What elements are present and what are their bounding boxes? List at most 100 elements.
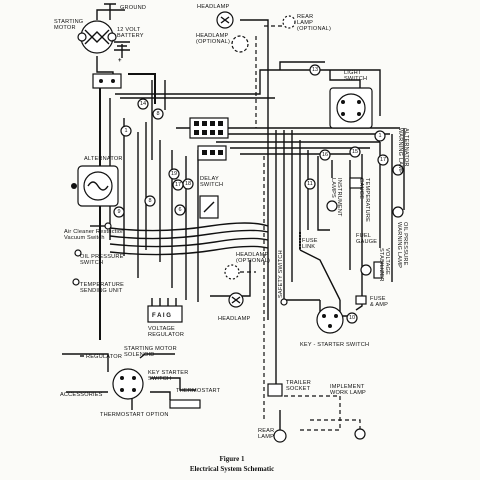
oil-pressure-switch-label-2: SWITCH (80, 260, 103, 266)
solenoid-label-2: SOLENOID (124, 352, 155, 358)
svg-text:−: − (112, 38, 116, 44)
safety-switch-label: SAFETY SWITCH (278, 250, 284, 298)
svg-text:VOLTAGESTABILIZER: VOLTAGESTABILIZER (378, 248, 390, 282)
alternator-label: ALTERNATOR (84, 156, 123, 162)
instrument-lamps-label-2: LAMPS (330, 178, 336, 198)
svg-text:17: 17 (380, 157, 386, 163)
svg-text:1: 1 (124, 128, 127, 134)
rear-lamp-bottom-2: LAMP (258, 434, 274, 440)
wire-9: 9 (113, 206, 125, 218)
svg-text:HEADLAMP(OPTIONAL): HEADLAMP(OPTIONAL) (236, 252, 270, 264)
wire-17b: 17 (172, 179, 184, 191)
light-switch-label-2: SWITCH (344, 76, 367, 82)
svg-text:TEMPERATUREGAUGE: TEMPERATUREGAUGE (358, 178, 370, 222)
thermostart-option-label: THERMOSTART OPTION (100, 412, 169, 418)
svg-text:9: 9 (117, 209, 120, 215)
volt-stab-label-2: STABILIZER (378, 248, 384, 282)
battery-label-2: BATTERY (117, 33, 144, 39)
instrument-lamps: INSTRUMENTLAMPS (326, 178, 342, 217)
fuse-and-amp: FUSE& AMP (355, 295, 388, 308)
key-starter-label: KEY - STARTER SWITCH (300, 342, 369, 348)
headlamp-top: HEADLAMP (197, 4, 234, 29)
ground-label: GROUND (120, 5, 146, 11)
svg-text:17: 17 (175, 182, 181, 188)
fuel-gauge-label-1: FUEL (356, 233, 371, 239)
wire-11: 11 (304, 178, 316, 190)
volt-stab-label-1: VOLTAGE (384, 248, 390, 275)
main-fuse-block (92, 73, 122, 89)
svg-text:16: 16 (322, 152, 328, 158)
oil-pressure-switch-label-1: OIL PRESSURE (80, 254, 124, 260)
alternator: ALTERNATOR (71, 156, 123, 207)
svg-text:8: 8 (148, 198, 151, 204)
wire-18: 18 (182, 178, 194, 190)
rear-lamp-opt-3: (OPTIONAL) (297, 26, 331, 32)
solenoid-label-1: STARTING MOTOR (124, 346, 177, 352)
delay-switch-label-1: DELAY (200, 176, 219, 182)
connector-block-lower (197, 145, 227, 161)
rear-lamp-opt-1: REAR (297, 14, 313, 20)
trailer-socket-label-2: SOCKET (286, 386, 311, 392)
wire-8a: 8 (152, 108, 164, 120)
svg-text:18: 18 (185, 181, 191, 187)
temp-sending-label-1: TEMPERATURE (80, 282, 124, 288)
implement-lamp-label-2: WORK LAMP (330, 390, 366, 396)
headlamp-optional-mid: HEADLAMP(OPTIONAL) (224, 252, 270, 280)
fuse-amp-label-2: & AMP (370, 302, 388, 308)
temperature-gauge: TEMPERATUREGAUGE (349, 177, 370, 222)
wire-16: 16 (319, 149, 331, 161)
headlamp-bottom: HEADLAMP (218, 292, 250, 322)
voltage-stabilizer: VOLTAGESTABILIZER (373, 248, 390, 282)
headlamp-opt-top-1: HEADLAMP (196, 33, 228, 39)
temp-gauge-label-1: TEMPERATURE (364, 178, 370, 222)
svg-text:HEADLAMP(OPTIONAL): HEADLAMP(OPTIONAL) (196, 33, 230, 45)
figure-title: Electrical System Schematic (190, 465, 274, 473)
svg-text:ALTERNATORWARNING LAMP: ALTERNATORWARNING LAMP (397, 128, 409, 174)
temp-sending-label-2: SENDING UNIT (80, 288, 123, 294)
svg-text:FUSE& AMP: FUSE& AMP (370, 296, 388, 308)
fuse-link-label-2: LINK (302, 244, 315, 250)
delay-switch-label-2: SWITCH (200, 182, 223, 188)
voltage-regulator-label-2: REGULATOR (148, 332, 184, 338)
headlamp-top-label: HEADLAMP (197, 4, 229, 10)
headlamp-bottom-label: HEADLAMP (218, 316, 250, 322)
key-starter-inset-1: KEY STARTER (148, 370, 188, 376)
trailer-socket-label-1: TRAILER (286, 380, 311, 386)
rear-lamp-bottom-1: REAR (258, 428, 274, 434)
wire-1a: 1 (120, 125, 132, 137)
figure-number: Figure 1 (220, 455, 245, 463)
fuel-gauge-label-2: GAUGE (356, 239, 377, 245)
key-starter-inset-2: SWITCH (148, 376, 171, 382)
rear-lamp-opt-2: LAMP (297, 20, 313, 26)
oil-warn-label-1: OIL PRESSURE (402, 222, 408, 266)
headlamp-opt-mid-1: HEADLAMP (236, 252, 268, 258)
fuse-link-label-1: FUSE (302, 238, 318, 244)
voltage-regulator-label-1: VOLTAGE (148, 326, 175, 332)
wire-15: 15 (349, 146, 361, 158)
regulator-inset-label: REGULATOR (86, 354, 122, 360)
wire-8b: 8 (144, 195, 156, 207)
wire-19: 19 (168, 168, 180, 180)
svg-text:11: 11 (307, 181, 313, 187)
thermostart-label: THERMOSTART (176, 388, 221, 394)
